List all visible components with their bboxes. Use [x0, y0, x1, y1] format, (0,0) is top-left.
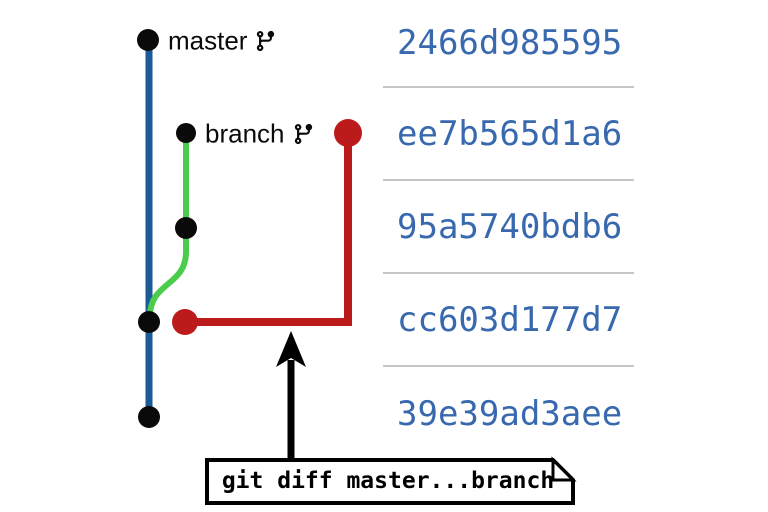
- master-branch-name: master: [168, 25, 248, 56]
- diff-range-line: [196, 138, 352, 326]
- branch-tip-commit-node: [176, 123, 196, 143]
- commit-hash: ee7b565d1a6: [383, 88, 634, 181]
- callout-command: git diff master...branch: [221, 468, 555, 494]
- master-branch-label: master: [168, 26, 277, 57]
- commit-hash-list: 2466d985595 ee7b565d1a6 95a5740bdb6 cc60…: [383, 0, 634, 460]
- git-branch-icon: [292, 123, 315, 146]
- commit-hash: 39e39ad3aee: [397, 393, 623, 434]
- commit-hash: 2466d985595: [383, 0, 634, 88]
- master-tip-commit-node: [137, 29, 159, 51]
- diff-endpoint-branch-node: [334, 119, 362, 147]
- commit-hash: 95a5740bdb6: [383, 181, 634, 274]
- callout-arrow-head: [276, 331, 306, 367]
- feature-branch-name: branch: [205, 118, 285, 149]
- diff-endpoint-base-node: [172, 309, 198, 335]
- callout-fold-corner: [551, 456, 577, 482]
- feature-branch-label: branch: [205, 119, 315, 150]
- feature-branch-line: [147, 133, 189, 317]
- branch-commit-node: [175, 217, 197, 239]
- commit-hash: cc603d177d7: [383, 274, 634, 367]
- git-branch-icon: [254, 30, 277, 53]
- merge-base-commit-node: [138, 311, 160, 333]
- callout-box: [205, 458, 575, 505]
- root-commit-node: [138, 406, 160, 428]
